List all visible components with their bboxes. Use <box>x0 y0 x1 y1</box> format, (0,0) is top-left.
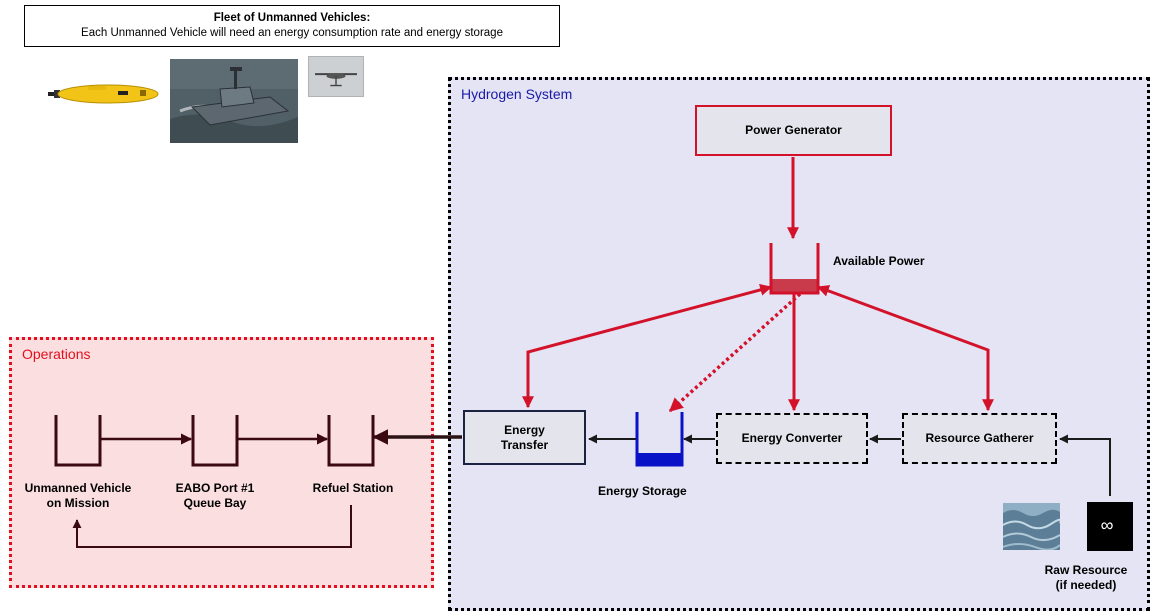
hydrogen-system-label: Hydrogen System <box>461 86 573 102</box>
fleet-subtitle: Each Unmanned Vehicle will need an energ… <box>81 27 503 39</box>
eabo-port-label: EABO Port #1 Queue Bay <box>175 481 255 510</box>
operations-label: Operations <box>22 346 91 362</box>
arrow-available-to-transfer <box>522 283 773 409</box>
fleet-title: Fleet of Unmanned Vehicles: <box>213 12 371 24</box>
unmanned-vehicle-label: Unmanned Vehicle on Mission <box>24 481 132 510</box>
arrow-available-to-gatherer <box>816 285 994 412</box>
fleet-header-box: Fleet of Unmanned Vehicles: Each Unmanne… <box>24 5 560 47</box>
energy-converter-label: Energy Converter <box>741 431 843 445</box>
unmanned-vehicle-container <box>54 415 102 467</box>
power-generator-label: Power Generator <box>745 123 842 137</box>
resource-gatherer-label: Resource Gatherer <box>925 431 1034 445</box>
auv-image <box>48 84 159 104</box>
water-image <box>1003 503 1060 550</box>
refuel-station-container <box>327 415 375 467</box>
available-power-container <box>769 243 820 295</box>
raw-resource-label: Raw Resource (if needed) <box>1044 563 1128 592</box>
energy-storage-container <box>635 412 684 467</box>
resource-gatherer-box: Resource Gatherer <box>902 413 1057 464</box>
energy-converter-box: Energy Converter <box>716 413 868 464</box>
arrow-refuel-back-to-vehicle <box>72 505 352 548</box>
energy-transfer-box: Energy Transfer <box>463 410 586 465</box>
arrow-available-to-storage-dotted <box>668 292 802 413</box>
infinity-icon: ∞ <box>1100 515 1114 535</box>
boat-image <box>170 59 298 143</box>
power-generator-box: Power Generator <box>695 105 892 156</box>
energy-storage-label: Energy Storage <box>598 484 687 498</box>
arrow-raw-to-gatherer <box>1059 434 1111 496</box>
drone-image <box>308 56 364 97</box>
energy-transfer-label: Energy Transfer <box>500 422 549 452</box>
raw-resource-container <box>1087 502 1133 551</box>
eabo-port-container <box>191 415 239 467</box>
refuel-station-label: Refuel Station <box>312 481 394 495</box>
available-power-label: Available Power <box>833 254 925 268</box>
